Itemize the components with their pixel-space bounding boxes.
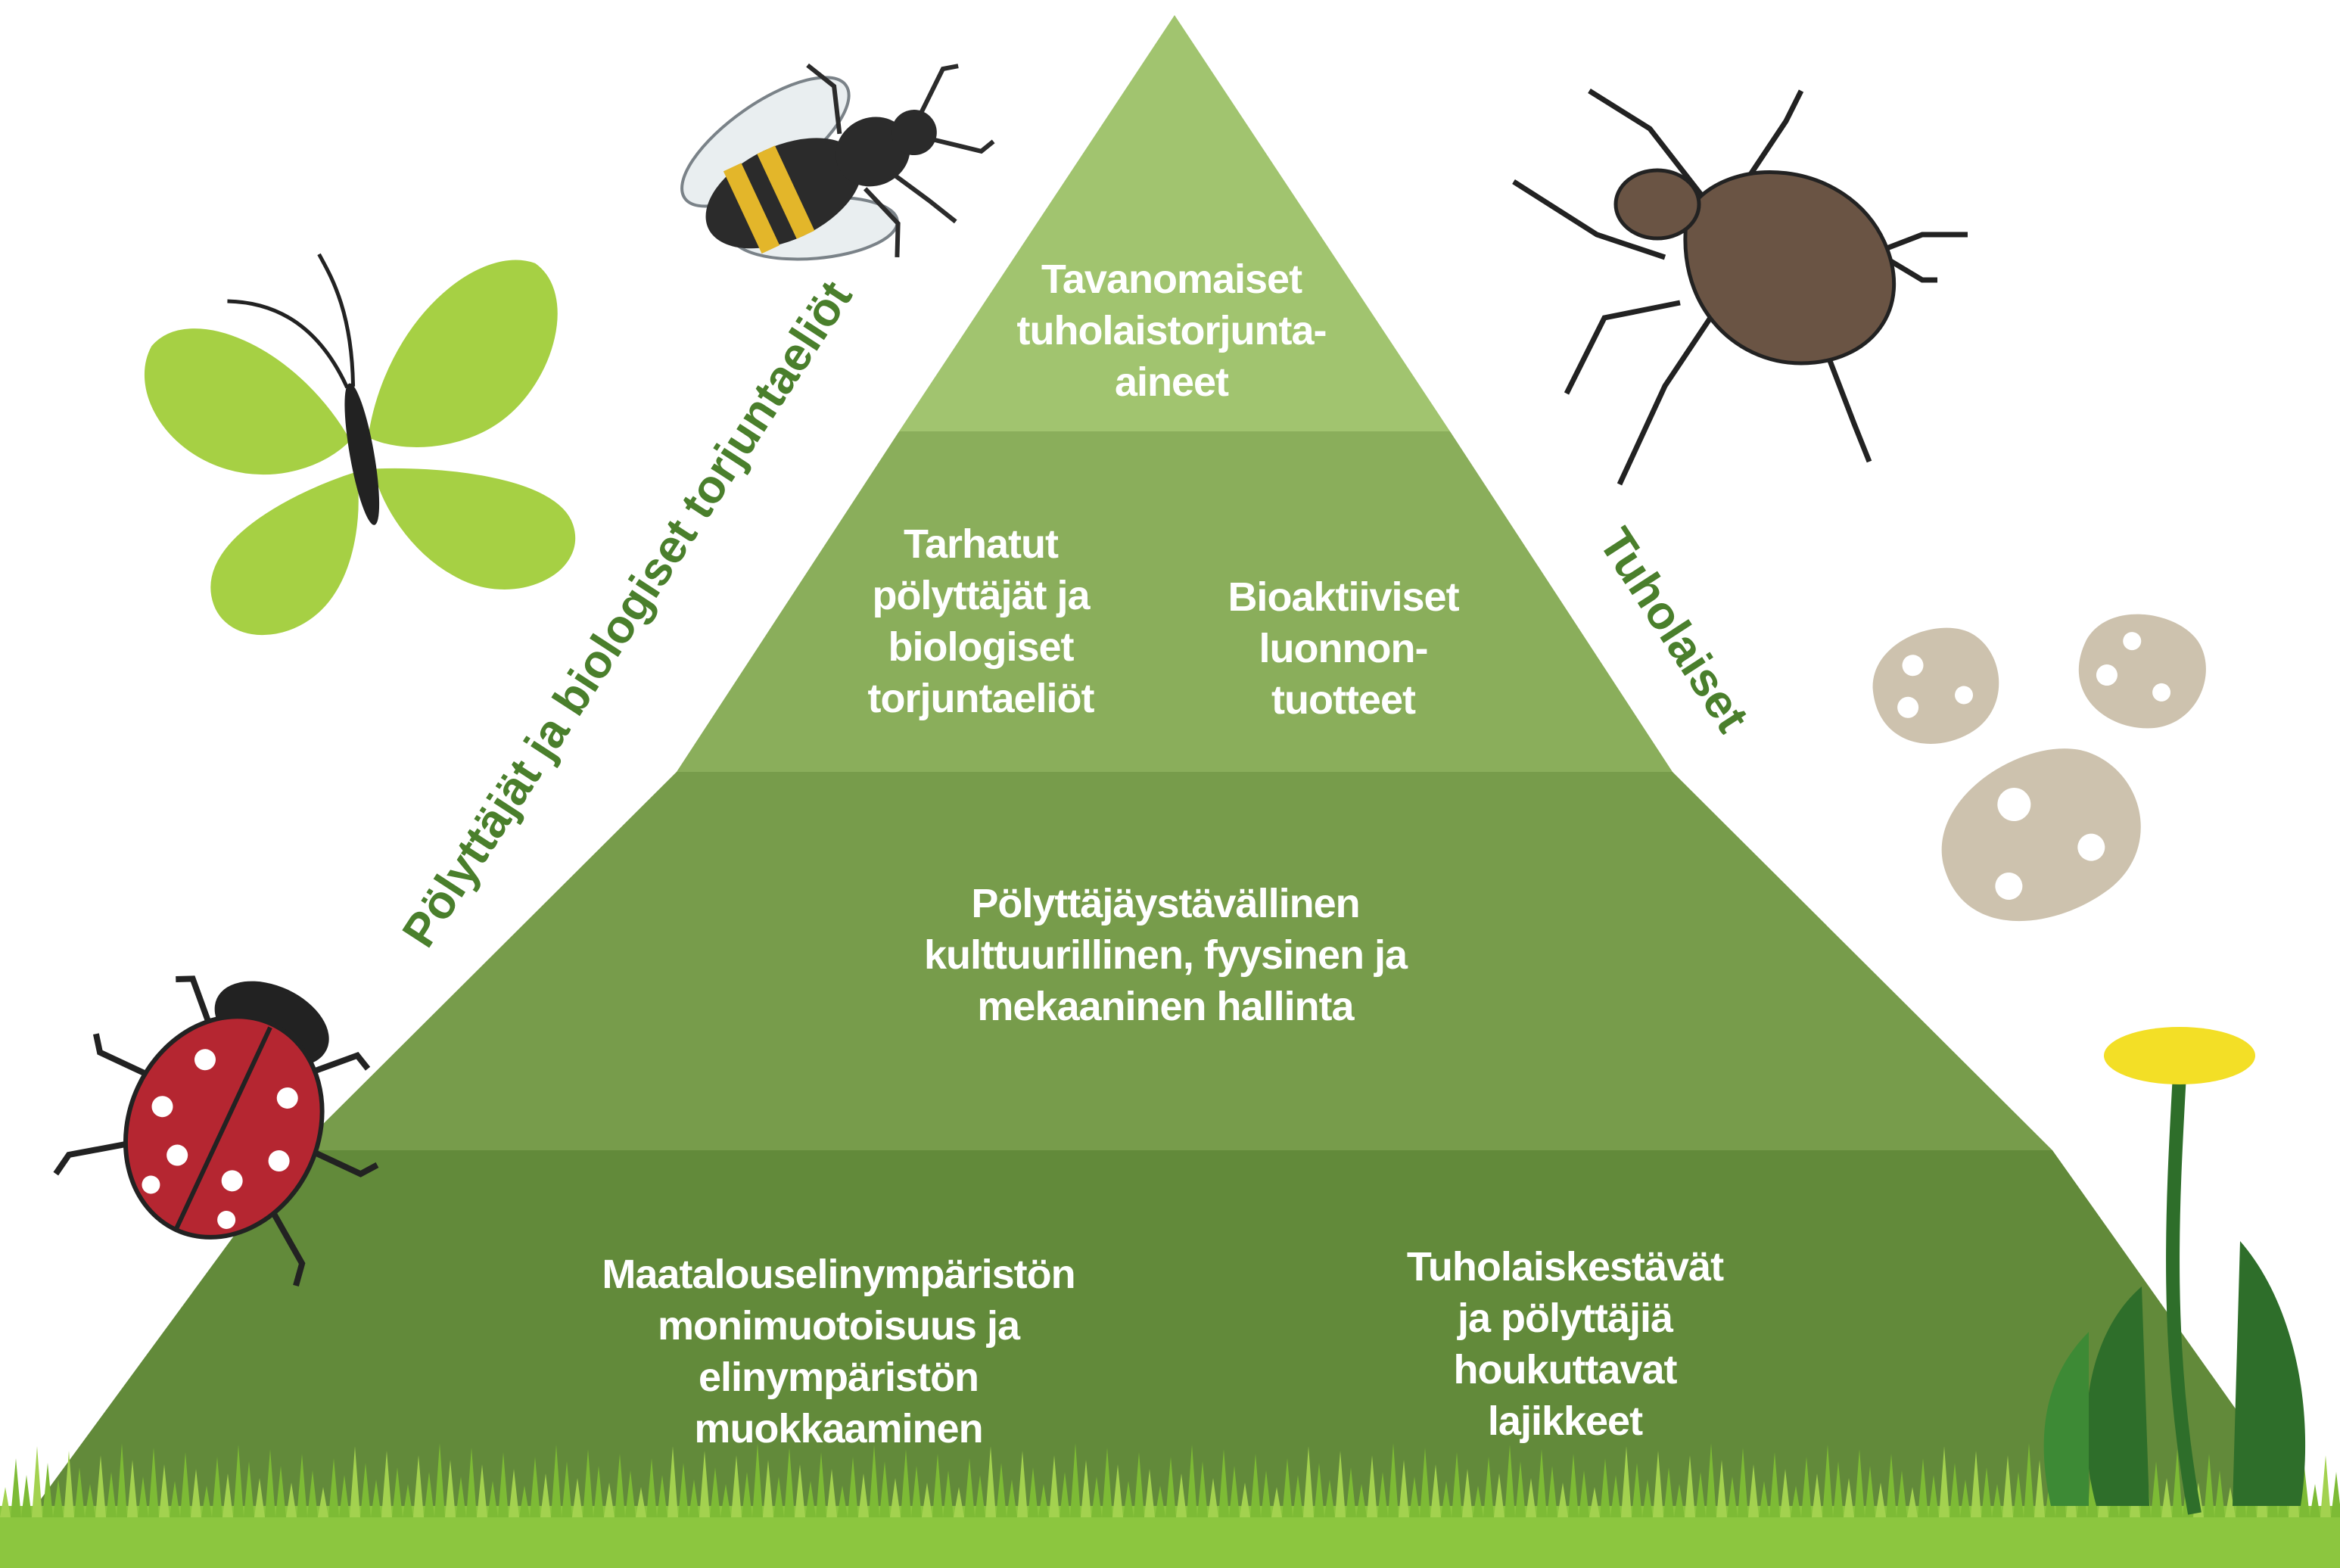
- fungal-spores-icon: [1872, 614, 2206, 922]
- pyramid-tier-4: [30, 1150, 2310, 1514]
- butterfly-icon: [142, 253, 577, 638]
- pyramid-tier-1: [899, 15, 1450, 431]
- grass-icon: [0, 1443, 2340, 1568]
- dandelion-icon: [2043, 1027, 2306, 1515]
- pyramid-tier-2: [677, 431, 1673, 772]
- ladybug-icon: [53, 975, 379, 1287]
- aphid-icon: [1512, 89, 1968, 486]
- bumblebee-icon: [680, 63, 995, 261]
- pyramid-tier-3: [297, 772, 2052, 1150]
